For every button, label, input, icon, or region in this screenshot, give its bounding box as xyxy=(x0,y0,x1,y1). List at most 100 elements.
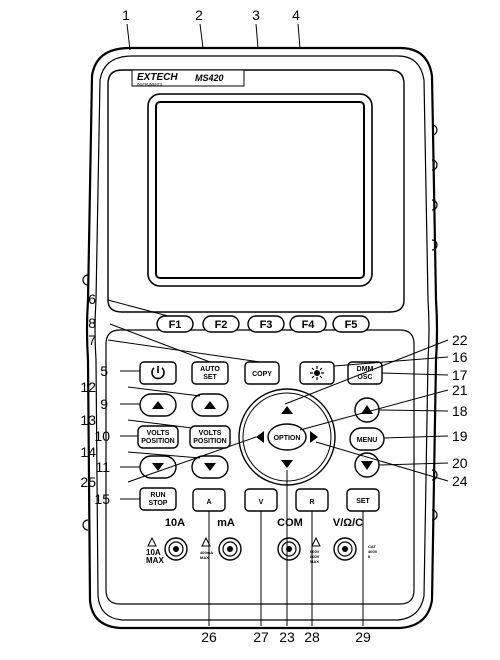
callout-numbers: 1 2 3 4 5 6 7 8 9 10 11 12 13 14 15 16 1… xyxy=(80,7,467,645)
volts-down-right-button[interactable] xyxy=(191,455,229,479)
auto-set-button[interactable]: AUTO SET xyxy=(191,361,229,385)
volts-label: VOLTS xyxy=(147,430,170,437)
f1-key[interactable]: F1 xyxy=(156,315,194,333)
10a-max-line2: MAX xyxy=(146,556,164,565)
warning-icon xyxy=(147,536,157,547)
callout-29: 29 xyxy=(355,629,371,645)
input-terminals: 10A mA COM V/Ω/C 10A MAX 400mA MAX 600V … xyxy=(146,517,378,565)
callout-7: 7 xyxy=(88,332,96,348)
jack-ma[interactable] xyxy=(218,537,242,561)
callout-26: 26 xyxy=(201,629,217,645)
a-button[interactable]: A xyxy=(192,488,226,512)
terminal-vohm-label: V/Ω/C xyxy=(333,517,363,529)
v-button[interactable]: V xyxy=(244,488,278,512)
dpad-right-icon[interactable] xyxy=(310,431,318,443)
menu-button[interactable]: MENU xyxy=(349,427,385,451)
callout-25: 25 xyxy=(80,474,96,490)
leader-lines xyxy=(107,23,449,626)
callout-10: 10 xyxy=(94,428,110,444)
dmm-label: DMM xyxy=(357,366,374,373)
dpad-left-icon[interactable] xyxy=(256,431,264,443)
callout-13: 13 xyxy=(80,412,96,428)
callout-22: 22 xyxy=(452,332,468,348)
position-label: POSITION xyxy=(193,438,226,445)
callout-27: 27 xyxy=(253,629,269,645)
terminal-com-label: COM xyxy=(277,517,303,529)
brand-name: EXTECH xyxy=(137,72,178,83)
callout-18: 18 xyxy=(452,403,468,419)
down-arrow-icon xyxy=(204,463,216,471)
f4-label: F4 xyxy=(302,319,316,331)
up-arrow-icon xyxy=(204,401,216,409)
callout-19: 19 xyxy=(452,428,468,444)
auto-set-label-1: AUTO xyxy=(200,366,220,373)
option-dpad[interactable]: OPTION xyxy=(238,388,336,486)
callout-1: 1 xyxy=(122,7,130,23)
jack-10a[interactable] xyxy=(164,537,188,561)
copy-label: COPY xyxy=(252,371,272,378)
volts-label: VOLTS xyxy=(199,430,222,437)
power-icon xyxy=(151,366,165,380)
stop-label: STOP xyxy=(149,500,168,507)
brand-sub: INSTRUMENTS xyxy=(137,83,163,87)
v-max-line1: 600V xyxy=(310,549,320,554)
cat-line1: CAT xyxy=(368,544,376,549)
callout-15: 15 xyxy=(94,491,110,507)
f1-label: F1 xyxy=(169,319,182,331)
power-button[interactable] xyxy=(139,361,177,385)
jack-vohm[interactable] xyxy=(333,537,357,561)
volts-position-left-button[interactable]: VOLTS POSITION xyxy=(137,425,179,449)
jack-com[interactable] xyxy=(277,537,301,561)
copy-button[interactable]: COPY xyxy=(244,361,280,385)
callout-14: 14 xyxy=(80,444,96,460)
f3-key[interactable]: F3 xyxy=(247,315,285,333)
down-arrow-icon xyxy=(152,463,164,471)
volts-up-right-button[interactable] xyxy=(191,393,229,417)
terminal-10a-label: 10A xyxy=(165,517,185,529)
v-max-line3: MAX xyxy=(310,559,319,564)
callout-8: 8 xyxy=(88,315,96,331)
lcd-screen xyxy=(147,93,373,287)
f4-key[interactable]: F4 xyxy=(289,315,327,333)
dpad-down-icon[interactable] xyxy=(281,460,293,468)
a-label: A xyxy=(206,499,211,506)
brightness-button[interactable] xyxy=(299,361,335,385)
menu-label: MENU xyxy=(357,437,378,444)
dpad-up-icon[interactable] xyxy=(281,406,293,414)
callout-3: 3 xyxy=(252,7,260,23)
callout-16: 16 xyxy=(452,349,468,365)
position-label: POSITION xyxy=(141,438,174,445)
option-button[interactable]: OPTION xyxy=(267,423,307,451)
callout-24: 24 xyxy=(452,473,468,489)
callout-21: 21 xyxy=(452,382,468,398)
osc-label: OSC xyxy=(357,374,372,381)
set-button[interactable]: SET xyxy=(346,488,380,512)
run-stop-button[interactable]: RUN STOP xyxy=(139,487,177,511)
callout-11: 11 xyxy=(95,459,110,475)
volts-up-left-button[interactable] xyxy=(139,393,177,417)
callout-23: 23 xyxy=(279,629,295,645)
callout-12: 12 xyxy=(80,379,96,395)
f2-label: F2 xyxy=(215,319,228,331)
cat-line2: 400V xyxy=(368,549,378,554)
callout-5: 5 xyxy=(100,363,108,379)
r-button[interactable]: R xyxy=(295,488,329,512)
run-label: RUN xyxy=(150,492,165,499)
callout-20: 20 xyxy=(452,455,468,471)
v-max-line2: 800V xyxy=(310,554,320,559)
up-arrow-icon xyxy=(152,401,164,409)
f2-key[interactable]: F2 xyxy=(202,315,240,333)
v-label: V xyxy=(259,499,264,506)
volts-position-right-button[interactable]: VOLTS POSITION xyxy=(189,425,231,449)
callout-28: 28 xyxy=(304,629,320,645)
ma-max-line1: 400mA xyxy=(200,550,213,555)
down-arrow-icon xyxy=(361,461,373,470)
cat-line3: II xyxy=(368,554,370,559)
f5-key[interactable]: F5 xyxy=(332,315,370,333)
warning-icon xyxy=(311,536,321,547)
set-label: SET xyxy=(356,498,370,505)
keypad: AUTO SET COPY DMM OSC xyxy=(137,361,385,512)
auto-set-label-2: SET xyxy=(203,374,217,381)
sun-icon xyxy=(310,366,324,380)
